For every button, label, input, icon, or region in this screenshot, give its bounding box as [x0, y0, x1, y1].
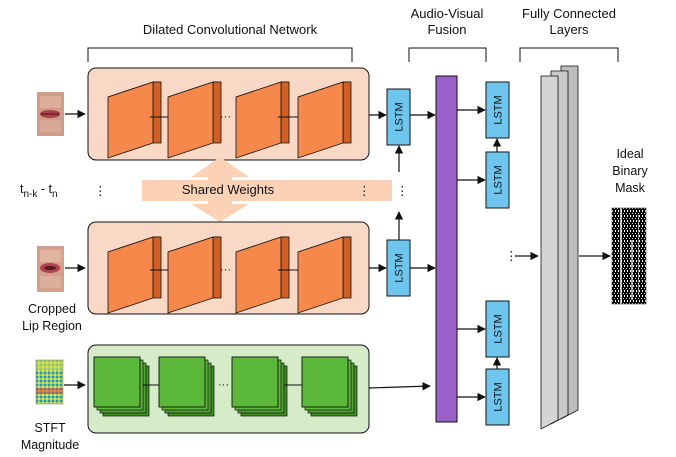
conv-block-top-1 — [107, 81, 162, 159]
cropped-label-line1: Cropped — [28, 302, 76, 316]
arrow-audio-to-fusion — [368, 382, 431, 391]
audio-conv-block-3 — [231, 356, 288, 417]
conv-dots-top: ··· — [220, 111, 231, 123]
svg-text:LSTM: LSTM — [493, 165, 505, 194]
lstm-fc-3: LSTM — [485, 300, 510, 358]
cropped-label-line2: Lip Region — [22, 319, 82, 333]
fc-header-line2: Layers — [549, 22, 589, 37]
lstm-vertical-dots: ⋮ — [396, 184, 409, 198]
conv-block-top-4 — [297, 81, 352, 159]
fc-bracket — [519, 47, 619, 62]
stft-image — [35, 359, 64, 405]
lip-image-bottom — [37, 246, 64, 292]
vertical-dots-left: ⋮ — [94, 184, 107, 198]
dilated-network-header: Dilated Convolutional Network — [143, 22, 318, 37]
lip-image-top — [37, 92, 64, 136]
audio-conv-block-4 — [301, 356, 358, 417]
lstm-visual-top: LSTM — [386, 88, 411, 146]
shared-weights-label: Shared Weights — [182, 182, 275, 197]
mask-label-line2: Binary — [612, 164, 648, 178]
svg-text:LSTM: LSTM — [493, 382, 505, 411]
fusion-bracket — [408, 47, 487, 62]
stft-label-line1: STFT — [34, 421, 66, 435]
lstm-fc-1: LSTM — [485, 81, 510, 139]
fusion-header-line1: Audio-Visual — [411, 6, 484, 21]
svg-text:LSTM: LSTM — [394, 102, 406, 131]
mask-label-line3: Mask — [615, 181, 646, 195]
audio-conv-block-1 — [93, 356, 150, 417]
conv-block-bottom-2 — [167, 236, 222, 314]
svg-text:LSTM: LSTM — [394, 253, 406, 282]
fc-layers — [540, 65, 579, 430]
lstm-visual-bottom: LSTM — [386, 239, 411, 297]
audio-conv-dots: ··· — [218, 379, 229, 391]
fc-dots: ⋮ — [505, 249, 518, 263]
lstm-fc-2: LSTM — [485, 151, 510, 209]
conv-block-bottom-4 — [297, 236, 352, 314]
mask-label-line1: Ideal — [616, 147, 643, 161]
stft-label-line2: Magnitude — [21, 438, 79, 452]
conv-dots-bottom: ··· — [220, 264, 231, 276]
vertical-dots-mid: ⋮ — [358, 184, 371, 198]
conv-block-bottom-1 — [107, 236, 162, 314]
fusion-header-line2: Fusion — [427, 22, 466, 37]
binary-mask-image — [611, 207, 647, 305]
svg-text:LSTM: LSTM — [493, 314, 505, 343]
fusion-layer — [435, 75, 458, 423]
svg-text:LSTM: LSTM — [493, 95, 505, 124]
lstm-fc-4: LSTM — [485, 368, 510, 426]
fc-header-line1: Fully Connected — [522, 6, 616, 21]
conv-block-top-2 — [167, 81, 222, 159]
dilated-network-bracket — [87, 47, 353, 62]
conv-block-top-3 — [235, 81, 290, 159]
shared-weights-arrow — [142, 157, 392, 222]
time-range-label: tn-k - tn — [20, 182, 58, 200]
audio-conv-panel — [87, 344, 370, 434]
audio-conv-block-2 — [158, 356, 215, 417]
conv-block-bottom-3 — [235, 236, 290, 314]
